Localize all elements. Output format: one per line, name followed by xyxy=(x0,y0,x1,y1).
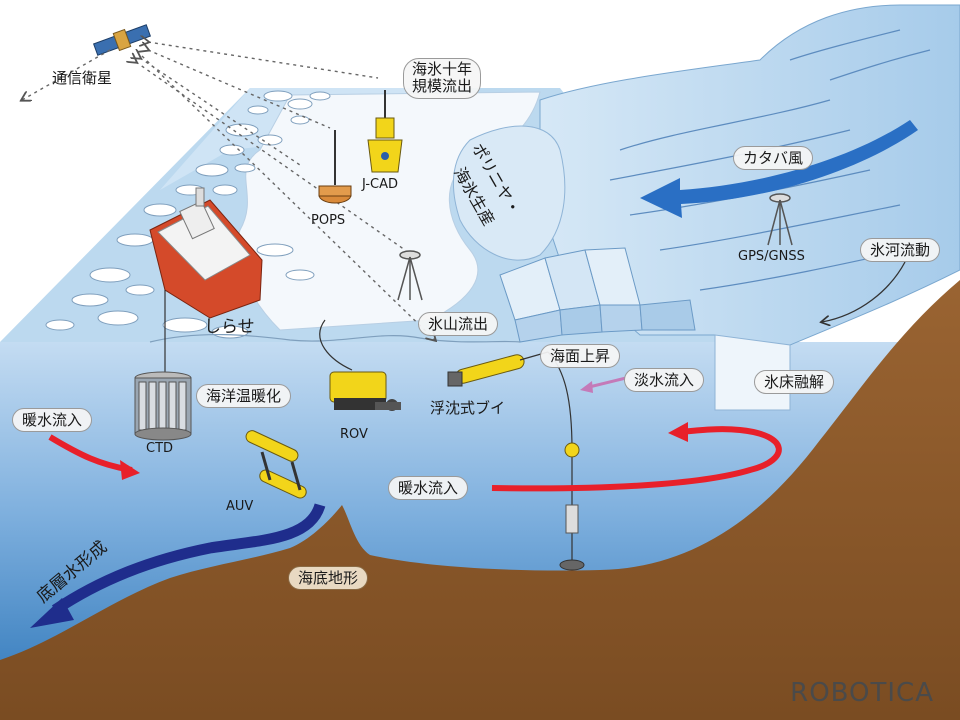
polynya-area xyxy=(452,125,566,261)
auv-icon xyxy=(245,430,307,499)
sea-level-rise-label: 海面上昇 xyxy=(540,344,621,368)
warm-inflow-arrowhead-left xyxy=(120,460,140,480)
rov-tether xyxy=(319,319,353,371)
ocean-warming-label: 海洋温暖化 xyxy=(196,384,292,408)
satellite-icon xyxy=(92,24,152,56)
mooring-instrument xyxy=(565,504,579,534)
iceberg-outflow-label: 氷山流出 xyxy=(418,312,499,336)
float-buoy-label: 浮沈式ブイ xyxy=(430,399,506,417)
gps-tripod-ice-icon xyxy=(397,250,423,301)
ice-edge xyxy=(149,334,521,343)
freshwater-inflow-label: 淡水流入 xyxy=(624,368,705,392)
rov-label: ROV xyxy=(340,427,368,442)
shirase-label: しらせ xyxy=(204,317,255,337)
brand-logo-text: ROBOTICA xyxy=(790,678,934,708)
ctd-label: CTD xyxy=(146,441,174,456)
warm-inflow-arrow-right xyxy=(491,426,782,492)
glacier-flow-arrow xyxy=(822,261,906,322)
iceberg-blocks xyxy=(499,247,696,343)
ice-outflow-line1: 海氷十年 xyxy=(412,60,473,78)
satellite-label: 通信衛星 xyxy=(52,69,113,87)
pops-buoy-icon xyxy=(318,130,352,204)
jcad-buoy-icon xyxy=(367,90,403,173)
auv-label: AUV xyxy=(226,499,254,514)
warm-inflow-left-label: 暖水流入 xyxy=(12,408,93,432)
glacier-flow-label: 氷河流動 xyxy=(860,238,941,262)
communication-links xyxy=(22,42,435,340)
katabatic-wind-arrow xyxy=(640,120,918,218)
gps-label: GPS/GNSS xyxy=(738,249,805,264)
seafloor-terrain xyxy=(0,280,960,720)
ice-outflow-label: 海氷十年 規模流出 xyxy=(403,58,482,99)
ice-sheet-melt-label: 氷床融解 xyxy=(754,370,835,394)
ctd-rosette-icon xyxy=(134,371,192,441)
float-buoy-icon xyxy=(447,351,549,387)
mooring-float xyxy=(564,442,580,458)
sea-ice-floes xyxy=(45,90,331,339)
warm-inflow-arrowhead-right xyxy=(668,422,688,442)
ice-outflow-line2: 規模流出 xyxy=(412,77,473,96)
seafloor-label: 海底地形 xyxy=(288,566,369,590)
icebreaker-ship xyxy=(149,187,263,319)
mooring-anchor xyxy=(559,559,585,571)
jcad-label: J-CAD xyxy=(362,177,399,192)
freshwater-arrow-head xyxy=(580,381,593,393)
rov-icon xyxy=(329,371,401,411)
gps-tripod-icon xyxy=(767,193,793,246)
warm-inflow-right-label: 暖水流入 xyxy=(388,476,469,500)
pops-label: POPS xyxy=(311,213,346,228)
bottom-water-arrow xyxy=(51,503,326,615)
bottom-water-arrowhead xyxy=(30,598,74,628)
katabatic-wind-label: カタバ風 xyxy=(733,146,814,170)
